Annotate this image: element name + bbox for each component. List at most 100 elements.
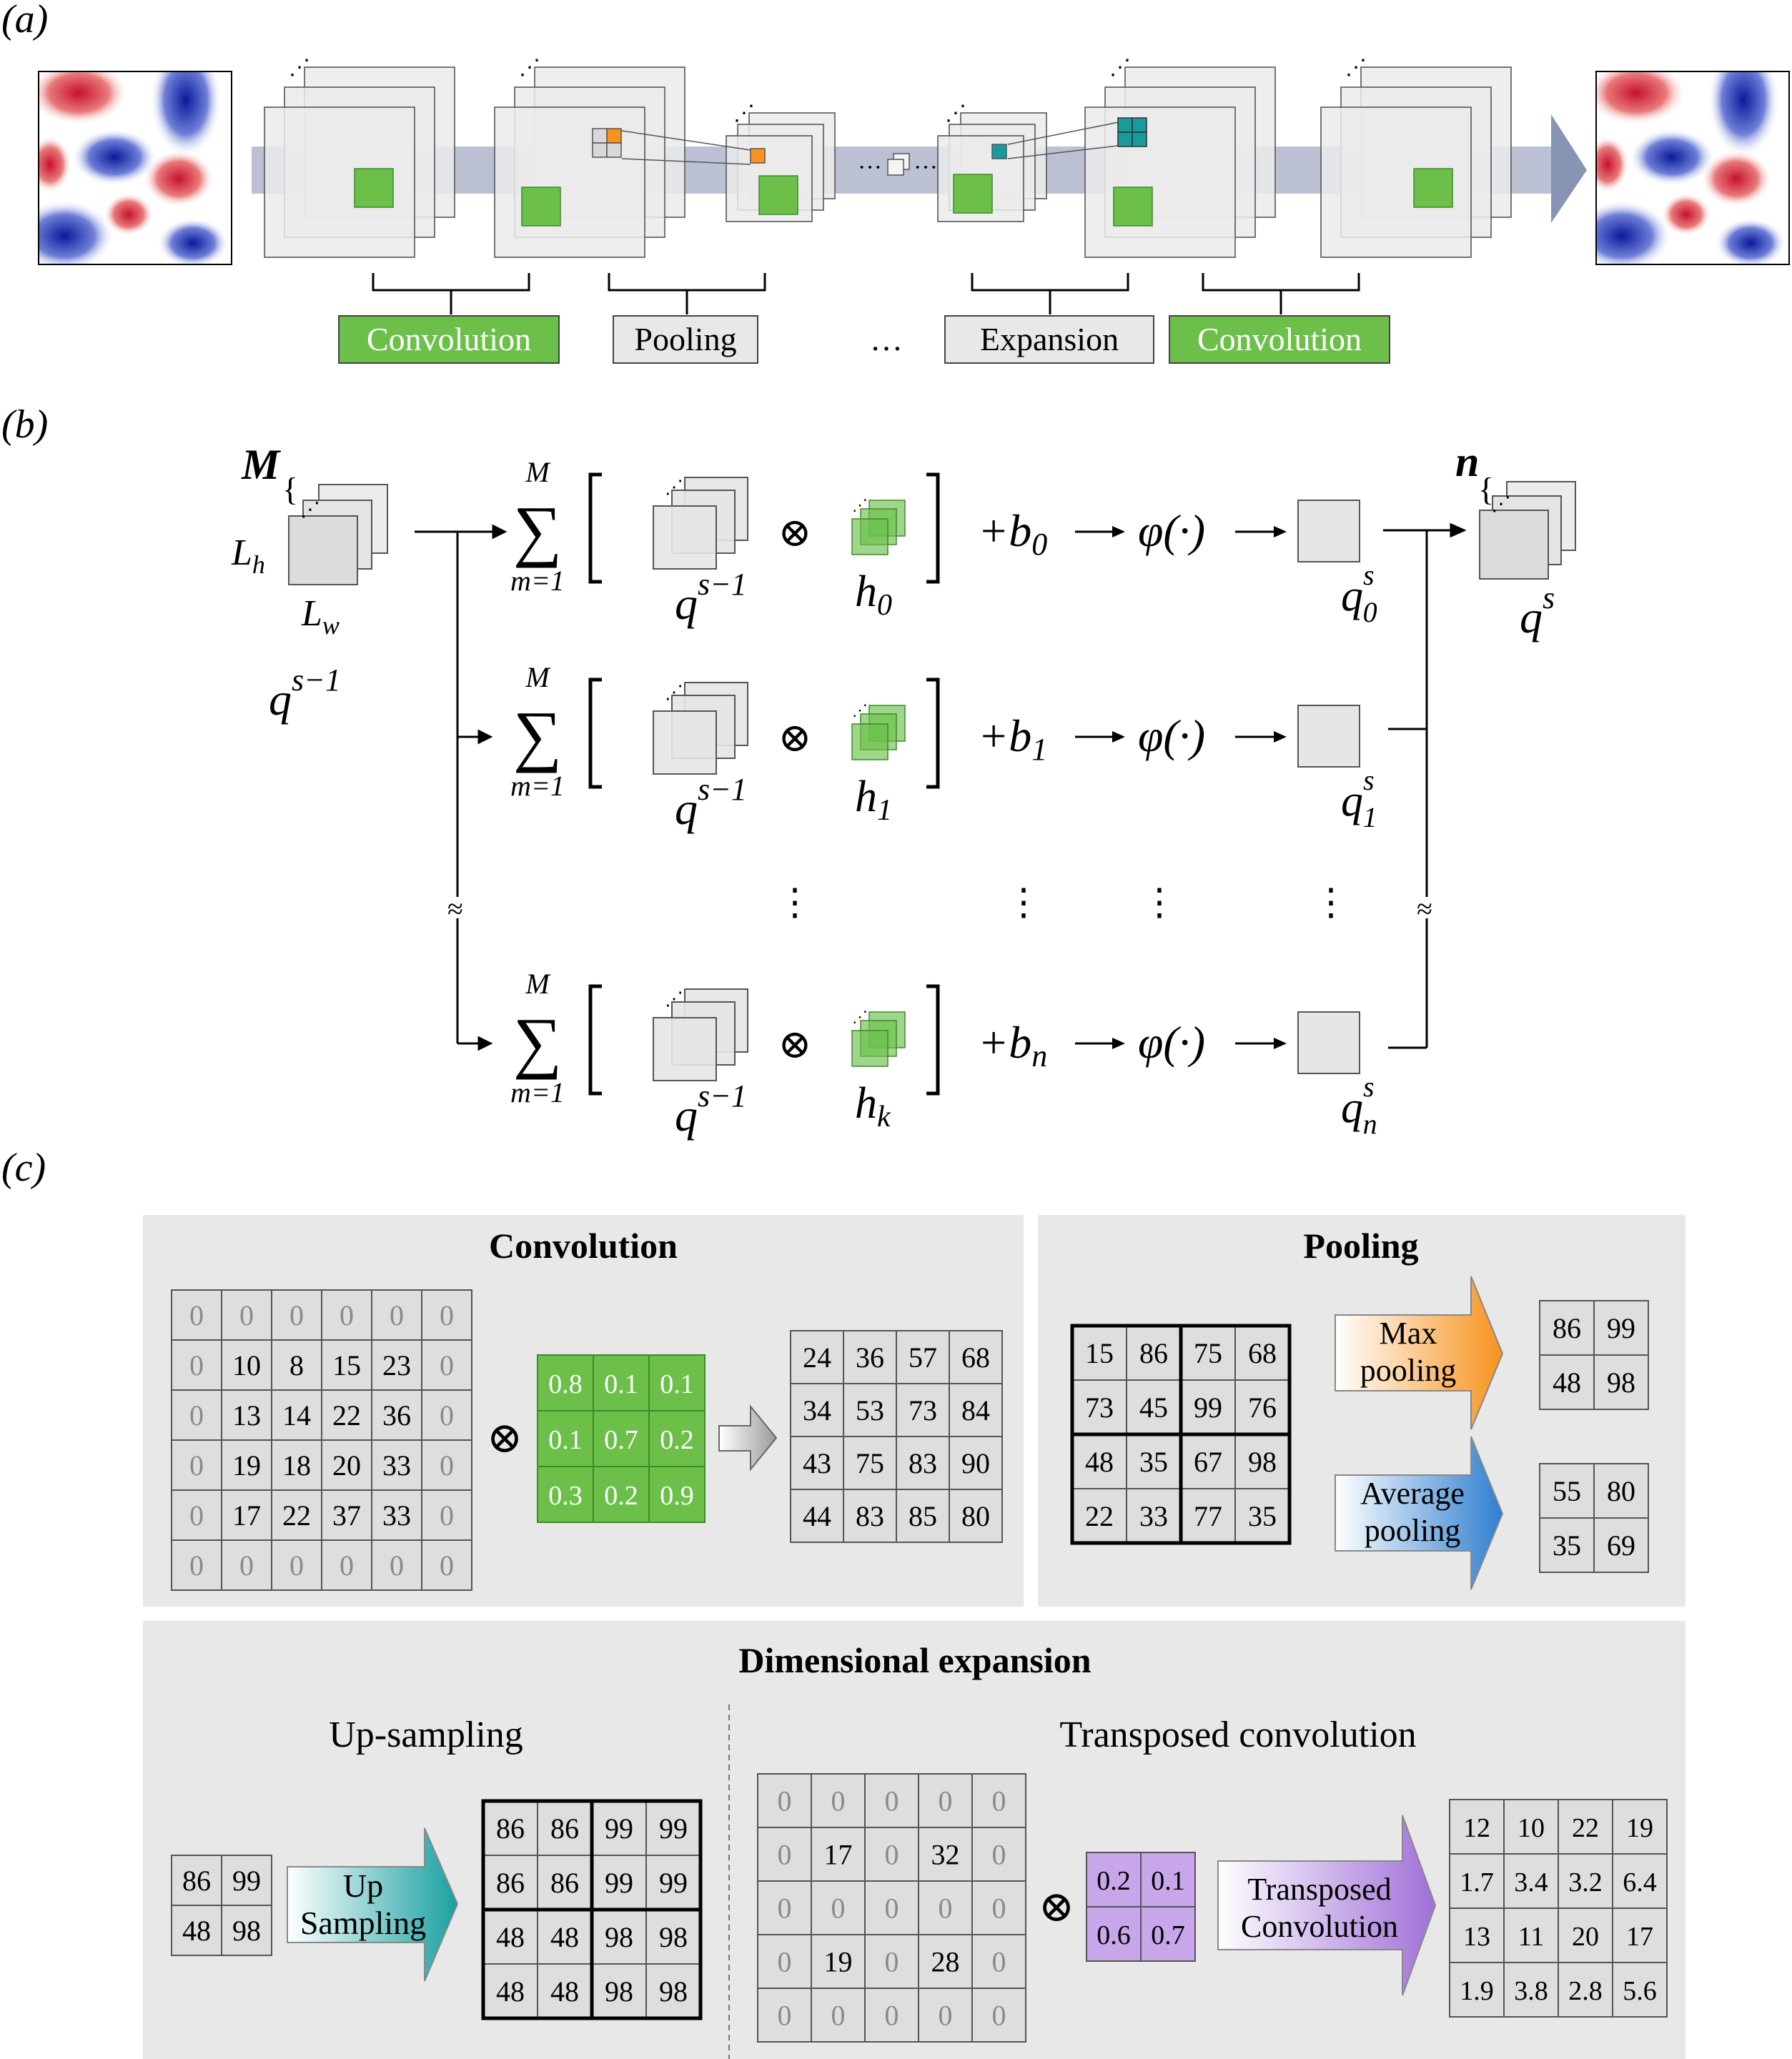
cell-value: 0.6: [1097, 1920, 1131, 1950]
cell-value: 0: [440, 1299, 454, 1331]
cell-value: 85: [909, 1500, 937, 1532]
activation-label: φ(·): [1138, 505, 1205, 556]
right-bracket: [926, 472, 940, 584]
cell-value: 13: [1463, 1922, 1490, 1952]
label-pooling: Pooling: [613, 315, 758, 364]
cell-value: 0: [992, 1839, 1006, 1871]
cell-value: 0: [189, 1449, 204, 1482]
cell-value: 48: [1085, 1446, 1114, 1478]
cell-value: 55: [1553, 1475, 1581, 1507]
transposed-convolution-arrow: Transposed Convolution: [1217, 1815, 1437, 1996]
cell-value: 0: [289, 1549, 304, 1582]
svg-text:Up: Up: [343, 1867, 383, 1904]
cell-value: 0: [289, 1299, 304, 1331]
cell-value: 0: [440, 1549, 454, 1582]
input-image-frame: [38, 71, 232, 265]
kernel-square: [1113, 187, 1153, 227]
cell-value: 8: [289, 1349, 304, 1381]
svg-text:⋰: ⋰: [733, 101, 755, 125]
cell-value: 0.1: [604, 1369, 638, 1399]
cell-value: 0: [189, 1499, 204, 1532]
cell-value: 0.3: [548, 1481, 583, 1511]
cell-value: 44: [803, 1500, 831, 1532]
cell-value: 48: [182, 1915, 211, 1947]
cell-value: 98: [1248, 1446, 1277, 1478]
cell-value: 99: [605, 1867, 633, 1899]
cell-value: 48: [550, 1975, 579, 2008]
kernel-label: hk: [855, 1079, 891, 1133]
panel-label-c: (c): [1, 1146, 46, 1190]
cell-value: 33: [382, 1499, 411, 1532]
cell-value: 15: [332, 1349, 361, 1381]
cell-value: 48: [496, 1975, 525, 2008]
cell-value: 0: [340, 1299, 354, 1331]
cell-value: 19: [1626, 1813, 1653, 1843]
cell-value: 0: [189, 1349, 204, 1381]
cell-value: 80: [1607, 1475, 1635, 1507]
cell-value: 0: [885, 2000, 899, 2032]
kernel-square: [1413, 168, 1453, 208]
cell-value: 17: [232, 1499, 261, 1532]
transposed-title: Transposed convolution: [1059, 1715, 1416, 1755]
cell-value: 0: [390, 1299, 404, 1331]
output-image-frame: [1595, 71, 1790, 265]
cell-value: 3.8: [1514, 1976, 1548, 2006]
sum-lower-limit: m=1: [510, 565, 565, 597]
convolution-title: Convolution: [489, 1226, 678, 1266]
cell-value: 0.1: [660, 1369, 694, 1399]
middle-ellipsis-icon: ··· ···: [858, 153, 938, 181]
upsampling-title: Up-sampling: [329, 1715, 523, 1755]
bias-label: +b0: [978, 505, 1047, 562]
right-bracket: [926, 984, 940, 1096]
cell-value: 0.7: [604, 1425, 638, 1455]
cell-value: 83: [909, 1447, 937, 1479]
left-bracket: [588, 678, 602, 789]
cell-value: 11: [1518, 1922, 1545, 1952]
svg-text:⋰: ⋰: [852, 496, 868, 514]
cell-value: 99: [232, 1865, 261, 1897]
cell-value: 18: [282, 1449, 311, 1482]
kernel-label: h1: [855, 773, 892, 827]
left-bracket: [588, 472, 602, 584]
bias-label: +bn: [978, 1017, 1047, 1073]
kernel-square: [521, 187, 561, 227]
vdots-4: ⋮: [1312, 883, 1350, 923]
svg-text:⋰: ⋰: [665, 682, 683, 703]
cell-value: 75: [1194, 1337, 1222, 1369]
bias-label: +b1: [978, 710, 1047, 767]
cell-value: 0: [778, 1946, 792, 1978]
otimes-icon: ⊗: [778, 716, 812, 760]
cell-value: 0.1: [1151, 1866, 1185, 1896]
cell-value: 67: [1194, 1446, 1222, 1478]
output-feature-stack: ⋰: [1479, 481, 1576, 580]
svg-text:pooling: pooling: [1360, 1353, 1456, 1388]
cell-value: 3.2: [1568, 1867, 1603, 1897]
svg-text:···: ···: [858, 154, 882, 181]
cell-value: 17: [1626, 1922, 1653, 1952]
cell-value: 0: [189, 1399, 204, 1432]
output-flow-field-image: [1596, 71, 1789, 264]
cell-value: 86: [496, 1867, 525, 1899]
svg-text:⋰: ⋰: [665, 477, 683, 497]
label-expansion: Expansion: [944, 315, 1154, 364]
cell-value: 3.4: [1514, 1867, 1548, 1897]
cell-value: 90: [961, 1447, 990, 1479]
merge-lines: [1383, 522, 1467, 1049]
average-pooling-arrow: Average pooling: [1335, 1436, 1504, 1590]
input-feature-stack: ⋰: [288, 484, 388, 585]
cell-value: 86: [496, 1812, 525, 1845]
input-width-label: Lw: [301, 593, 340, 640]
cell-value: 73: [1085, 1391, 1114, 1424]
svg-text:⋰: ⋰: [1109, 56, 1131, 79]
cell-value: 10: [232, 1349, 261, 1381]
cell-value: 14: [282, 1399, 311, 1432]
